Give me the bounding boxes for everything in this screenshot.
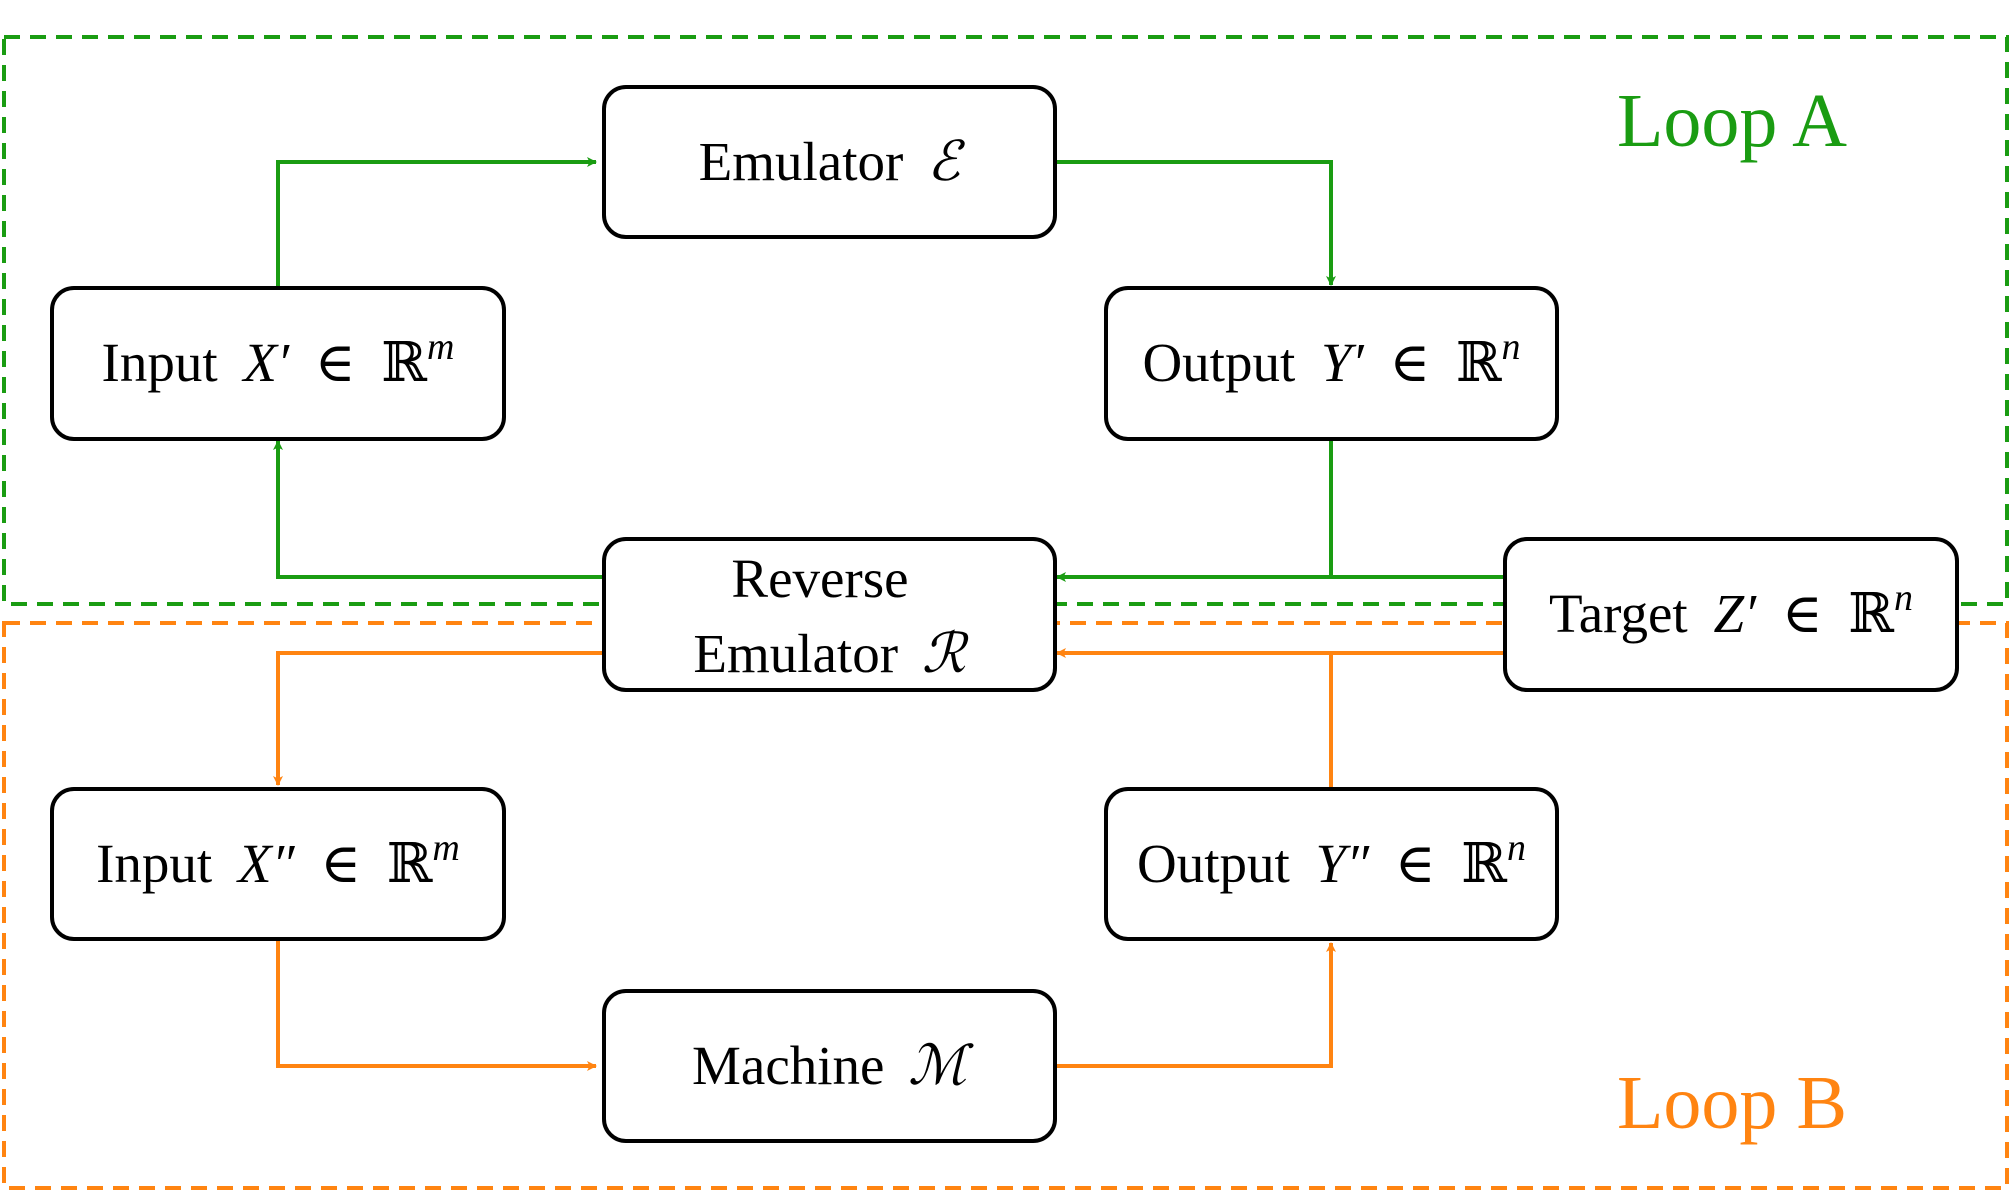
output-y2-space: ℝ xyxy=(1461,833,1507,894)
input-x1-exp: m xyxy=(427,326,454,368)
input-x1-rel: ∈ xyxy=(315,332,356,393)
node-output-y1: Output Y′ ∈ ℝn xyxy=(1104,286,1559,441)
input-x1-var: X′ xyxy=(241,332,290,393)
target-z1-exp: n xyxy=(1894,577,1913,619)
edge-machine-to-output2 xyxy=(1055,942,1336,1068)
output-y1-label: Output xyxy=(1142,332,1295,393)
output-y1-var: Y′ xyxy=(1321,332,1365,393)
node-target-z1: Target Z′ ∈ ℝn xyxy=(1503,537,1959,692)
input-x1-space: ℝ xyxy=(381,332,427,393)
input-x2-exp: m xyxy=(432,827,459,869)
svg-text:Machine ℳ: Machine ℳ xyxy=(692,1033,974,1097)
target-z1-var: Z′ xyxy=(1713,583,1757,644)
input-x2-rel: ∈ xyxy=(320,833,361,894)
output-y2-var: Y″ xyxy=(1316,833,1371,894)
emulator-label: Emulator xyxy=(699,131,904,192)
input-x2-space: ℝ xyxy=(387,833,433,894)
svg-text:Output Y″ ∈: Output Y″ ∈ ℝn xyxy=(1137,827,1526,894)
output-y1-space: ℝ xyxy=(1456,332,1502,393)
input-x2-label: Input xyxy=(96,833,212,894)
output-y2-exp: n xyxy=(1507,827,1526,869)
target-z1-rel: ∈ xyxy=(1782,583,1823,644)
loop-a-title: Loop A xyxy=(1617,79,1847,163)
node-output-y2: Output Y″ ∈ ℝn xyxy=(1104,787,1559,941)
loop-b-edges xyxy=(273,648,1503,1071)
edge-reverse-to-input2 xyxy=(273,651,604,786)
svg-text:Input X′ ∈ ℝ: Input X′ ∈ ℝm xyxy=(102,326,455,393)
reverse-emulator-line1: Reverse xyxy=(731,548,908,609)
svg-text:Input X″ ∈ ℝ: Input X″ ∈ ℝm xyxy=(96,827,460,894)
output-y1-rel: ∈ xyxy=(1389,332,1430,393)
output-y2-rel: ∈ xyxy=(1395,833,1436,894)
edge-output-to-reverse xyxy=(1056,439,1333,582)
target-z1-space: ℝ xyxy=(1848,583,1894,644)
output-y2-label: Output xyxy=(1137,833,1290,894)
emulator-symbol: ℰ xyxy=(927,129,966,193)
machine-symbol: ℳ xyxy=(908,1033,974,1097)
edge-output2-to-reverse xyxy=(1056,648,1333,787)
input-x1-label: Input xyxy=(102,332,218,393)
input-x2-var: X″ xyxy=(236,833,296,894)
edge-input-to-emulator xyxy=(276,157,597,286)
node-input-x1: Input X′ ∈ ℝm xyxy=(50,286,506,441)
svg-text:Emulator ℰ: Emulator ℰ xyxy=(699,129,966,193)
svg-text:Output Y′ ∈: Output Y′ ∈ ℝn xyxy=(1142,326,1520,393)
edge-emulator-to-output xyxy=(1055,160,1336,286)
loop-b-title: Loop B xyxy=(1617,1061,1847,1145)
machine-label: Machine xyxy=(692,1035,884,1096)
reverse-emulator-symbol: ℛ xyxy=(922,621,970,685)
node-reverse-emulator: Reverse Emulator ℛ xyxy=(602,537,1057,692)
reverse-emulator-line2: Emulator xyxy=(693,623,898,684)
output-y1-exp: n xyxy=(1502,326,1521,368)
target-z1-label: Target xyxy=(1549,583,1688,644)
svg-text:Target Z′ ∈: Target Z′ ∈ ℝn xyxy=(1549,577,1913,644)
loop-a-edges xyxy=(273,157,1503,582)
node-machine: Machine ℳ xyxy=(602,989,1057,1143)
svg-text:Emulator ℛ: Emulator ℛ xyxy=(693,621,969,685)
node-emulator: Emulator ℰ xyxy=(602,85,1057,239)
node-input-x2: Input X″ ∈ ℝm xyxy=(50,787,506,941)
edge-reverse-to-input xyxy=(273,440,604,579)
edge-input2-to-machine xyxy=(276,941,597,1071)
